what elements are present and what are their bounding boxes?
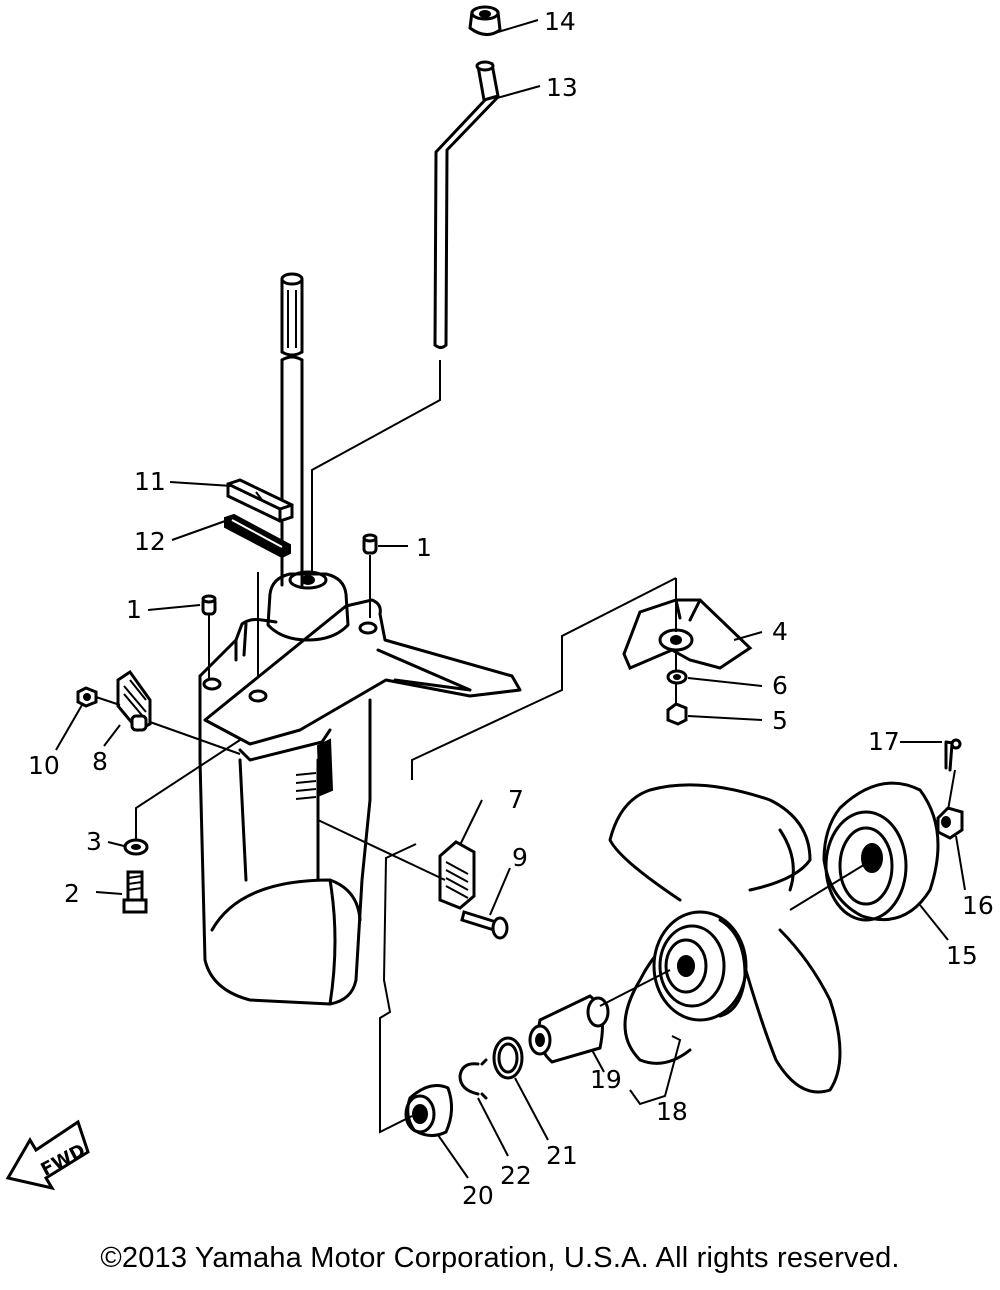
assembly-guide-lines [95, 360, 956, 1134]
callout-22: 22 [500, 1161, 532, 1190]
callout-4: 4 [772, 617, 788, 646]
callout-17: 17 [868, 727, 900, 756]
callout-12: 12 [134, 527, 166, 556]
part-9-screw [460, 910, 509, 940]
fwd-arrow-icon: FWD [5, 1119, 90, 1191]
callout-14: 14 [544, 7, 576, 36]
part-14-grommet [468, 5, 502, 36]
part-10-nut [76, 686, 98, 708]
callout-11: 11 [134, 467, 166, 496]
part-15-thrust-spacer [822, 781, 940, 922]
callout-1-right: 1 [416, 533, 432, 562]
part-2-bolt [122, 870, 148, 914]
callout-5: 5 [772, 706, 788, 735]
part-8-anode [116, 669, 152, 732]
callout-18: 18 [656, 1097, 688, 1126]
callout-9: 9 [512, 843, 528, 872]
part-12-gasket [224, 513, 291, 559]
callout-7: 7 [508, 785, 524, 814]
drive-shaft [280, 272, 304, 587]
callout-21: 21 [546, 1141, 578, 1170]
callout-labels: 14 13 11 12 1 1 4 6 5 10 8 7 9 3 2 17 16… [28, 7, 994, 1210]
callout-15: 15 [946, 941, 978, 970]
part-17-cotter-pin [944, 738, 962, 772]
part-11-plate [226, 478, 294, 523]
part-16-nut [936, 806, 964, 840]
part-6-washer [666, 669, 688, 685]
callout-16: 16 [962, 891, 994, 920]
callout-8: 8 [92, 747, 108, 776]
callout-20: 20 [462, 1181, 494, 1210]
callout-13: 13 [546, 73, 578, 102]
callout-10: 10 [28, 751, 60, 780]
part-20-spacer [404, 1084, 453, 1137]
callout-leaders [55, 19, 966, 1179]
part-3-washer [123, 838, 149, 856]
parts-diagram: FWD 14 13 11 12 1 1 4 6 5 [5, 5, 994, 1210]
part-18-propeller [608, 783, 842, 1094]
part-1-dowel-pin-right [362, 533, 378, 555]
part-5-bolt [666, 702, 688, 726]
lower-unit-housing [198, 570, 522, 1006]
callout-2: 2 [64, 879, 80, 908]
copyright-notice: ©2013 Yamaha Motor Corporation, U.S.A. A… [100, 1242, 900, 1274]
part-4-trim-tab [622, 598, 753, 670]
callout-6: 6 [772, 671, 788, 700]
callout-1-left: 1 [126, 595, 142, 624]
callout-3: 3 [86, 827, 102, 856]
part-22-snap-ring [458, 1058, 488, 1100]
part-19-bushing [528, 994, 610, 1064]
part-1-dowel-pin-left [201, 594, 217, 616]
part-7-anode [438, 840, 476, 910]
part-21-washer [492, 1036, 524, 1080]
part-13-water-tube [433, 60, 500, 349]
callout-19: 19 [590, 1065, 622, 1094]
